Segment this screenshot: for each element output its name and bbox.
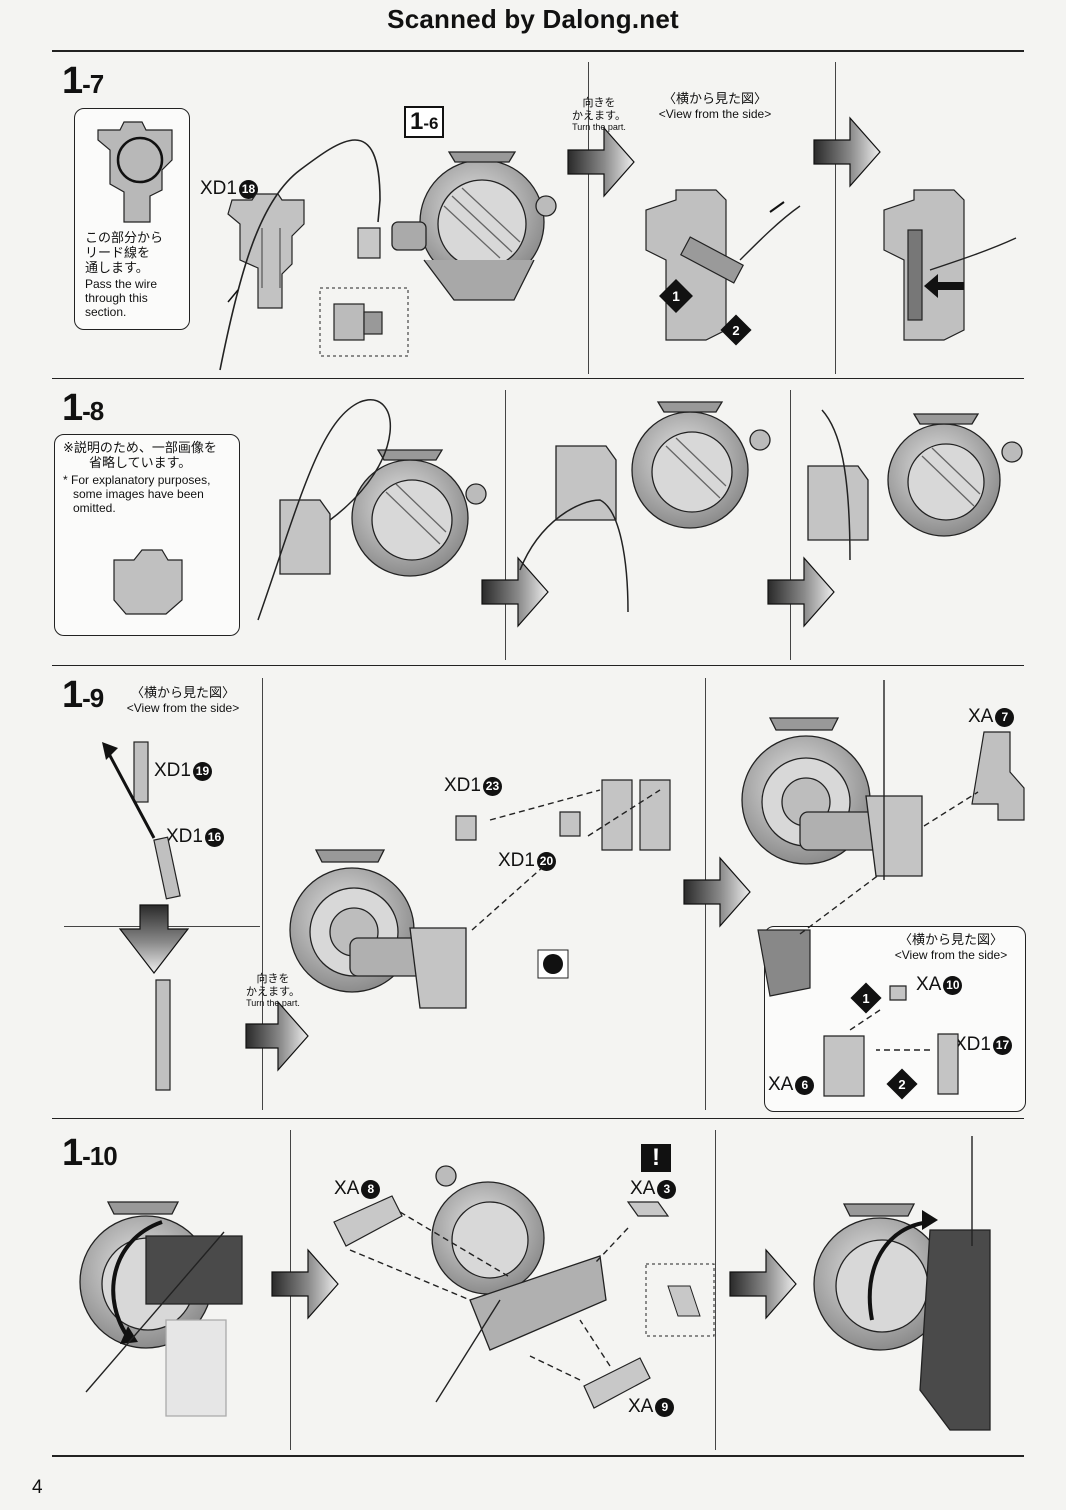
step-number-1-7: 1-7 <box>62 60 104 102</box>
flow-arrow-110a <box>271 1248 339 1320</box>
page-number: 4 <box>32 1477 43 1498</box>
step-1-7-xd1-18-part <box>227 193 305 309</box>
vrule-18b <box>790 390 791 660</box>
svg-text:2: 2 <box>732 323 739 338</box>
seq-marker-2-17: 2 <box>720 314 752 346</box>
vrule-19a <box>262 678 263 1110</box>
step-1-7-drum-clip <box>357 227 381 259</box>
step-1-8-panel3 <box>807 413 1023 541</box>
step-number-1-10: 1-10 <box>62 1132 118 1174</box>
step-1-8-panel1 <box>279 449 487 577</box>
xa-3-detail-inset <box>645 1263 715 1337</box>
flow-arrow-17b <box>813 116 881 188</box>
flow-arrow-19b <box>683 856 751 928</box>
step-1-10-panel1 <box>79 1201 243 1417</box>
vrule-110a <box>290 1130 291 1450</box>
xa-8-part <box>333 1195 403 1247</box>
flow-arrow-19-down <box>118 904 190 974</box>
seq-marker-1-17: 1 <box>659 279 693 313</box>
svg-text:1: 1 <box>672 288 680 304</box>
step-1-7-panel2-part <box>645 189 744 341</box>
step-1-9-xa7-part <box>971 731 1025 821</box>
flow-arrow-18a <box>481 556 549 628</box>
step-number-1-8: 1-8 <box>62 387 104 429</box>
divider-1 <box>52 378 1024 379</box>
warning-icon: ! <box>641 1144 671 1172</box>
step-1-7-wire <box>219 139 381 371</box>
wire-note-box: この部分から リード線を 通します。 Pass the wire through… <box>74 108 190 330</box>
bottom-rule <box>52 1455 1024 1457</box>
flow-arrow-19a <box>245 1000 309 1072</box>
hrule-19 <box>64 926 260 927</box>
step-1-7-drum <box>391 151 557 301</box>
step-1-10-panel3 <box>813 1203 991 1431</box>
flow-arrow-18b <box>767 556 835 628</box>
vrule-17a <box>588 62 589 374</box>
side-view-label-19: 〈横から見た図〉 <View from the side> <box>126 686 240 715</box>
step-1-10-panel2 <box>431 1165 607 1351</box>
step-1-9-panel3-drum <box>741 717 923 877</box>
step-1-9-drum <box>289 849 467 1009</box>
vrule-19b <box>705 678 706 1110</box>
top-rule <box>52 50 1024 52</box>
vrule-17b <box>835 62 836 374</box>
flow-arrow-110b <box>729 1248 797 1320</box>
step-1-9-side-parts <box>133 741 181 1091</box>
step-number-1-9: 1-9 <box>62 674 104 716</box>
xa-3-part <box>626 1201 670 1217</box>
turn-note-17: 向きを かえます。 Turn the part. <box>572 96 626 132</box>
step-1-7-detail-inset <box>319 287 409 357</box>
page-header-title: Scanned by Dalong.net <box>387 4 679 34</box>
divider-2 <box>52 665 1024 666</box>
side-view-label-17: 〈横から見た図〉 <View from the side> <box>658 92 772 121</box>
divider-3 <box>52 1118 1024 1119</box>
step-1-9-round-icon <box>537 949 569 979</box>
turn-note-19: 向きを かえます。 Turn the part. <box>246 972 300 1008</box>
flow-arrow-17a <box>567 126 635 198</box>
vrule-18a <box>505 390 506 660</box>
step-1-8-panel2 <box>555 401 771 529</box>
step-1-7-panel3-part <box>883 189 965 341</box>
reference-step-1-6: 1-6 <box>404 106 445 138</box>
vrule-110b <box>715 1130 716 1450</box>
omitted-images-note-box: ※説明のため、一部画像を 省略しています。 * For explanatory … <box>54 434 240 636</box>
